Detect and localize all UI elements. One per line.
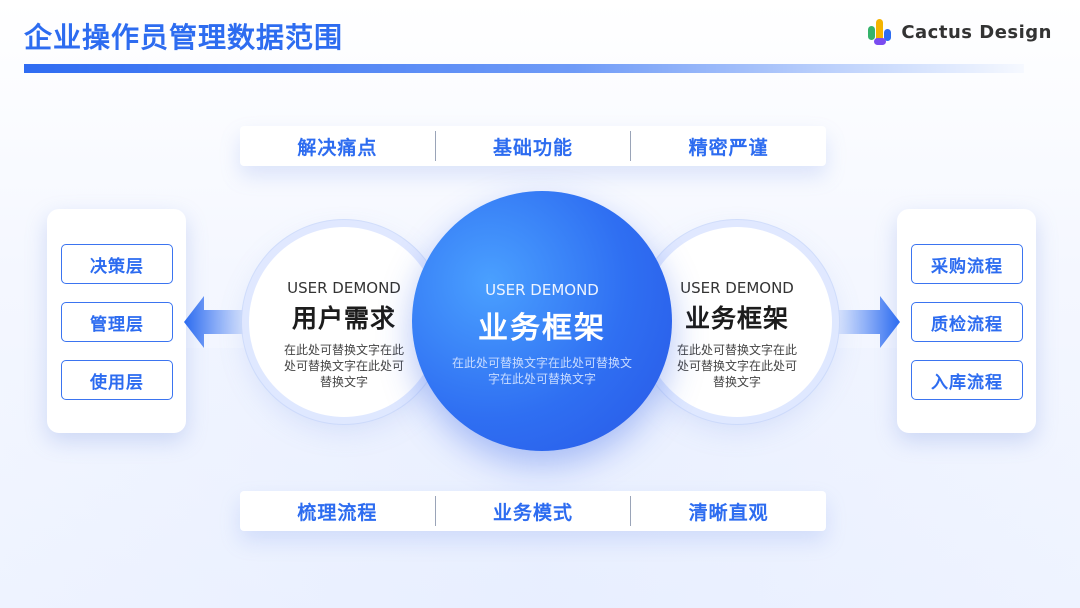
circle-center-desc: 在此处可替换文字在此处可替换文字在此处可替换文字 — [451, 356, 632, 386]
bottom-tag-2: 业务模式 — [493, 501, 574, 524]
circle-left-title: 用户需求 — [291, 304, 396, 333]
circle-right-title: 业务框架 — [684, 304, 789, 333]
circle-business-framework-right: USER DEMOND 业务框架 在此处可替换文字在此处可替换文字在此处可替换文… — [642, 227, 832, 417]
left-panel: 决策层 管理层 使用层 — [47, 209, 186, 433]
circle-center-en: USER DEMOND — [485, 281, 599, 299]
logo: Cactus Design — [865, 17, 1052, 47]
cactus-logo-icon — [868, 19, 892, 45]
left-item-decision[interactable]: 决策层 — [61, 244, 173, 284]
circle-right-desc: 在此处可替换文字在此处可替换文字在此处可替换文字 — [676, 343, 797, 389]
top-tag-3: 精密严谨 — [688, 136, 769, 159]
top-tag-bar: 解决痛点 基础功能 精密严谨 — [240, 126, 826, 166]
title-underline — [24, 64, 1024, 73]
circle-center-title: 业务框架 — [478, 311, 606, 346]
circle-left-desc: 在此处可替换文字在此处可替换文字在此处可替换文字 — [283, 343, 404, 389]
circle-business-framework-center: USER DEMOND 业务框架 在此处可替换文字在此处可替换文字在此处可替换文… — [412, 191, 672, 451]
top-tag-2: 基础功能 — [493, 136, 574, 159]
divider — [630, 131, 632, 161]
right-item-inspection[interactable]: 质检流程 — [911, 302, 1023, 342]
divider — [434, 131, 436, 161]
right-arrow-icon — [830, 296, 900, 348]
circle-user-demand: USER DEMOND 用户需求 在此处可替换文字在此处可替换文字在此处可替换文… — [249, 227, 439, 417]
right-item-purchase[interactable]: 采购流程 — [911, 244, 1023, 284]
right-panel: 采购流程 质检流程 入库流程 — [897, 209, 1036, 433]
divider — [630, 496, 632, 526]
left-item-usage[interactable]: 使用层 — [61, 360, 173, 400]
logo-text: Cactus Design — [901, 21, 1052, 43]
divider — [434, 496, 436, 526]
right-item-storage[interactable]: 入库流程 — [911, 360, 1023, 400]
page-title: 企业操作员管理数据范围 — [24, 21, 344, 54]
circle-right-en: USER DEMOND — [680, 279, 794, 297]
bottom-tag-bar: 梳理流程 业务模式 清晰直观 — [240, 491, 826, 531]
bottom-tag-1: 梳理流程 — [297, 501, 378, 524]
left-arrow-icon — [184, 296, 254, 348]
circle-left-en: USER DEMOND — [287, 279, 401, 297]
left-item-management[interactable]: 管理层 — [61, 302, 173, 342]
top-tag-1: 解决痛点 — [297, 136, 378, 159]
bottom-tag-3: 清晰直观 — [688, 501, 769, 524]
